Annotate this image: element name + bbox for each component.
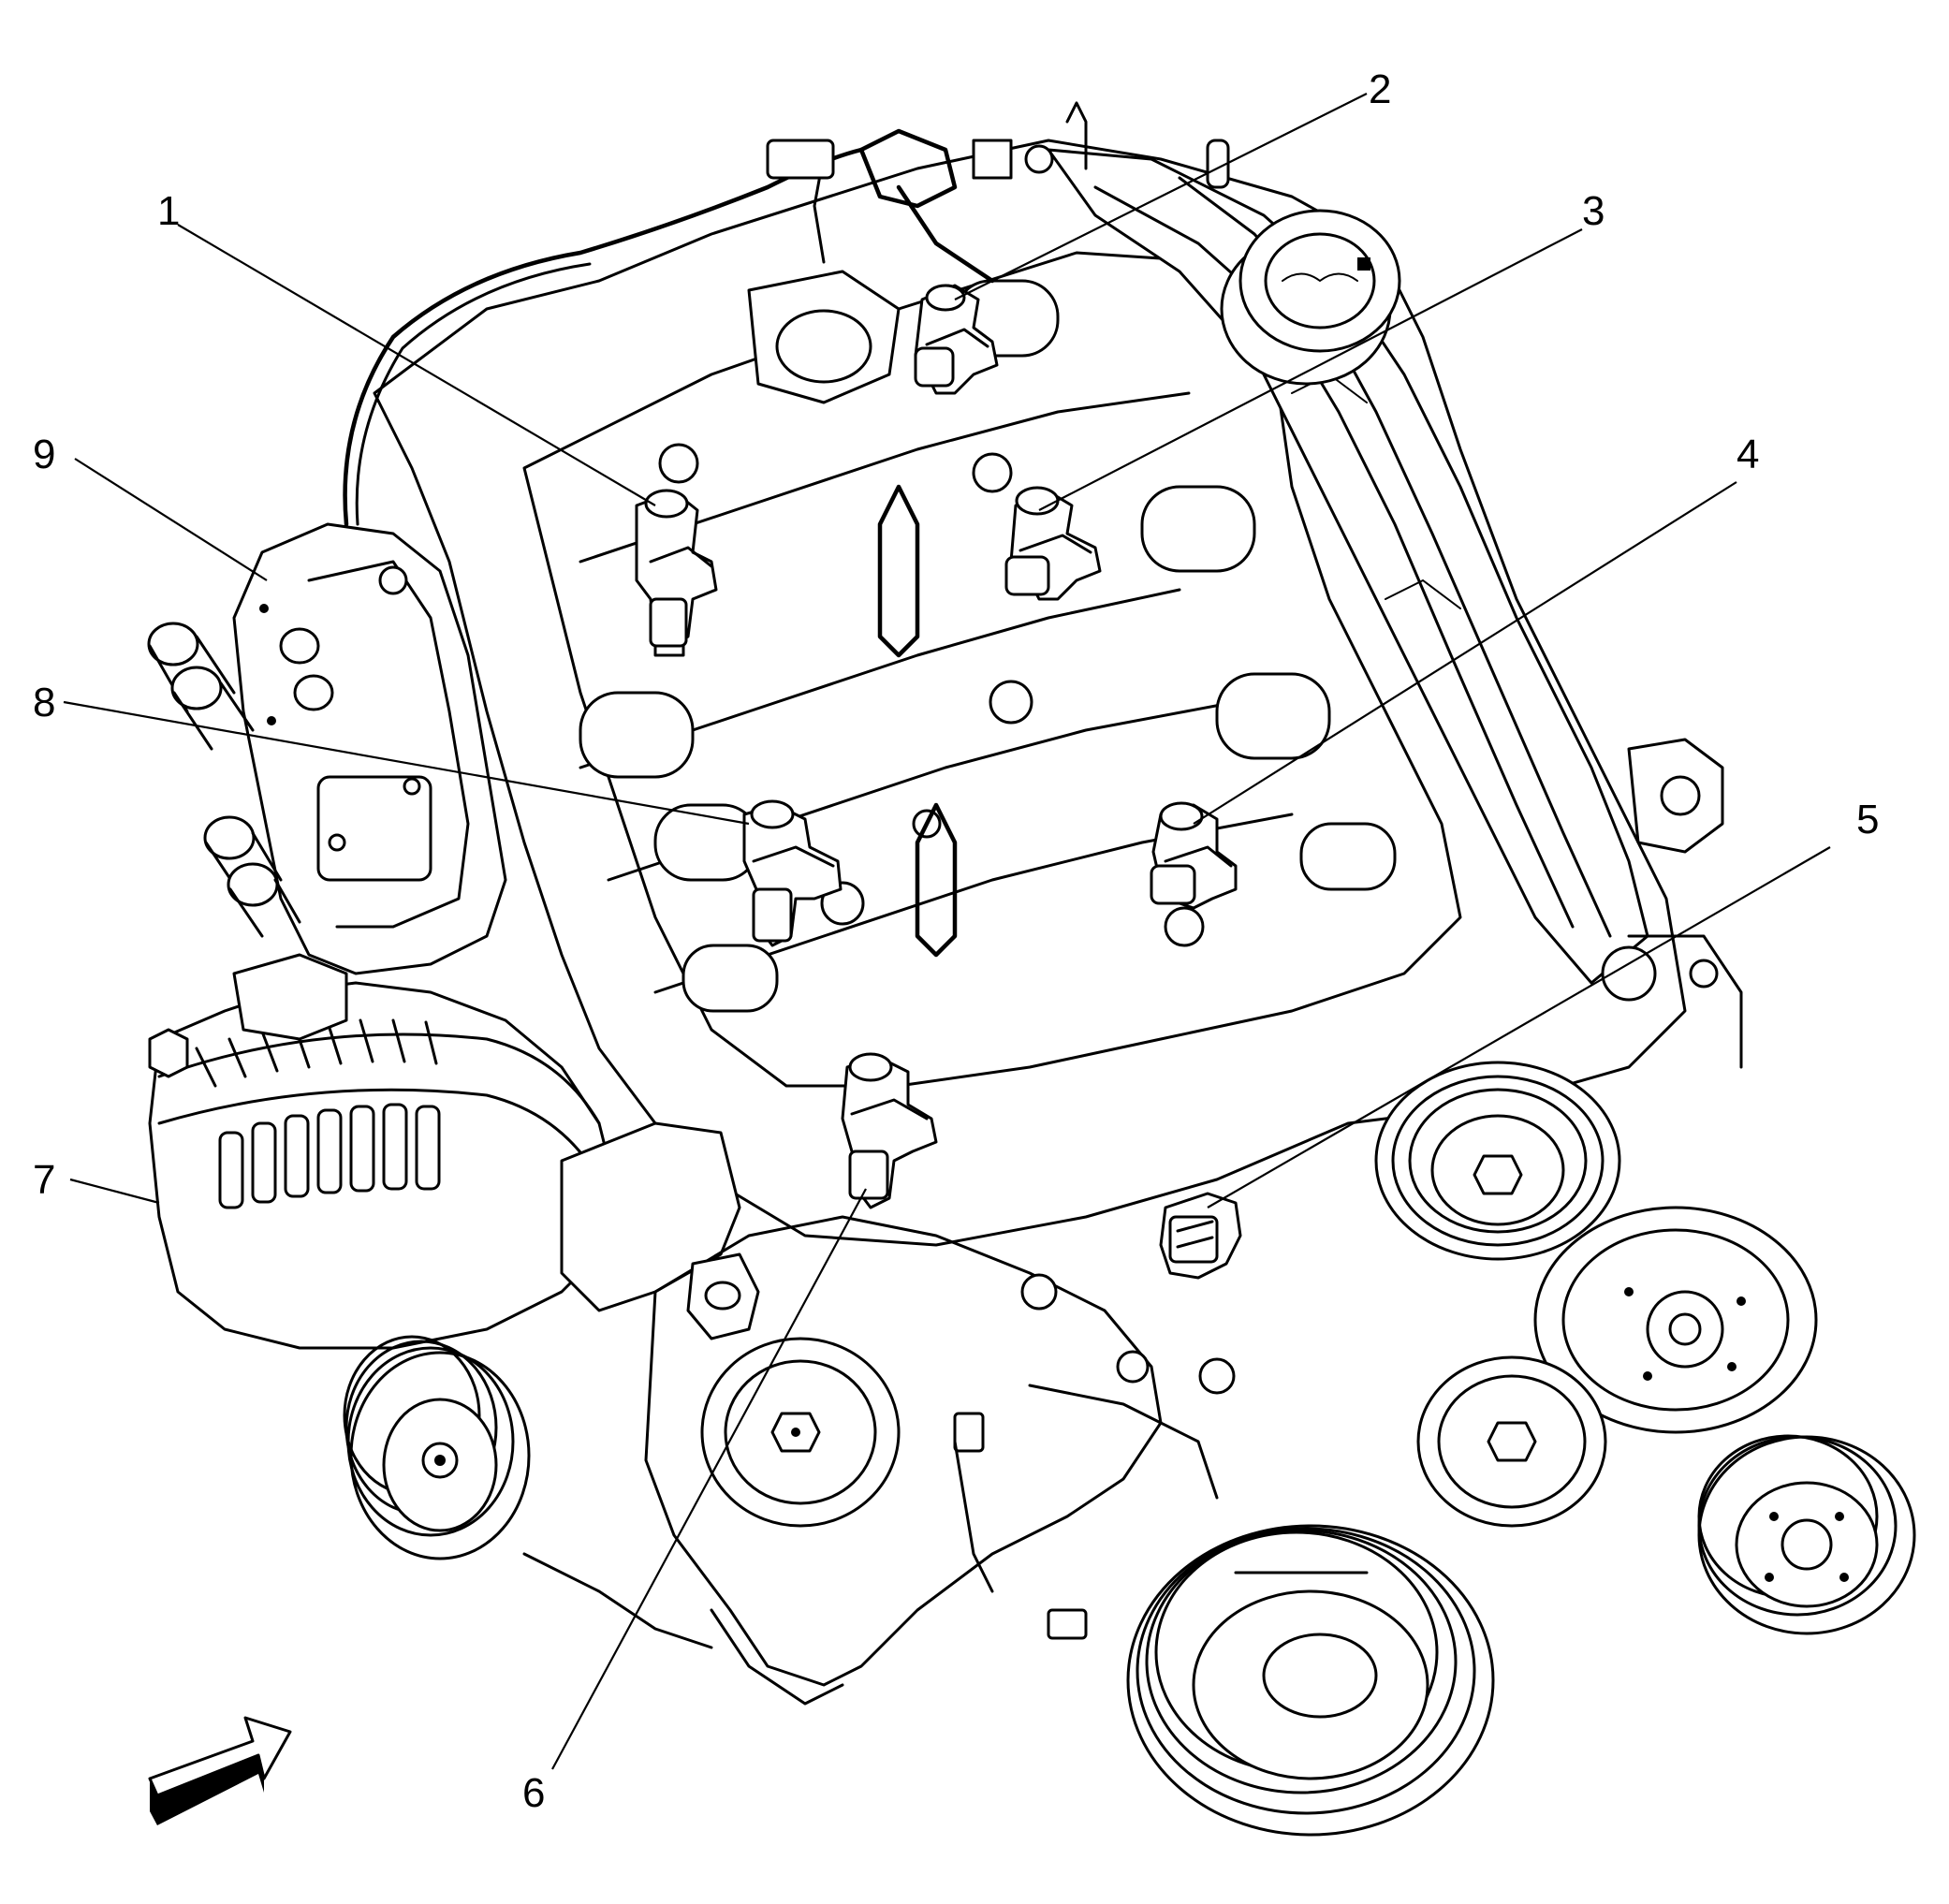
callout-4: 4 xyxy=(1737,432,1759,477)
leader-1 xyxy=(177,224,656,506)
belt-tensioner-pulley xyxy=(1374,1061,1621,1261)
callout-7: 7 xyxy=(33,1157,55,1203)
leader-9 xyxy=(74,458,268,581)
leader-5 xyxy=(1207,846,1831,1208)
leader-7 xyxy=(69,1178,160,1205)
callout-5: 5 xyxy=(1856,797,1879,842)
water-pump-pulley xyxy=(1533,1206,1818,1434)
front-of-vehicle-arrow xyxy=(148,1716,292,1825)
wiring-harness xyxy=(343,101,1230,527)
lower-idler-pulley xyxy=(1416,1355,1607,1528)
callout-2: 2 xyxy=(1369,66,1391,112)
fuel-injector-4 xyxy=(1150,801,1238,910)
leader-8 xyxy=(63,700,750,826)
fuel-injector-8 xyxy=(742,799,843,947)
ac-compressor-pulley xyxy=(1697,1434,1916,1635)
fuel-injector-6 xyxy=(841,1052,938,1209)
callout-9: 9 xyxy=(33,432,55,477)
spark-plug-boots xyxy=(147,622,334,938)
ignition-coil-pack xyxy=(147,522,507,975)
callout-labels: 1 2 3 4 5 6 7 8 9 xyxy=(33,66,1879,1816)
fuel-injector-1 xyxy=(635,489,718,657)
callout-8: 8 xyxy=(33,680,55,725)
leader-2 xyxy=(954,93,1368,300)
fuel-injector-5 xyxy=(1159,1192,1242,1280)
engine-mount-bracket xyxy=(1601,738,1743,1069)
callout-6: 6 xyxy=(522,1770,545,1816)
crankshaft-balancer xyxy=(1126,1524,1495,1837)
fuel-injector-3 xyxy=(1004,486,1102,601)
generator-pulley xyxy=(343,1335,531,1560)
callout-leaders xyxy=(63,93,1831,1770)
throttle-body xyxy=(747,270,901,404)
callout-3: 3 xyxy=(1582,188,1605,234)
sensor-left-lower xyxy=(686,1252,760,1340)
leader-6 xyxy=(551,1188,867,1770)
callout-1: 1 xyxy=(157,188,180,234)
leader-4 xyxy=(1193,481,1737,825)
idler-pulley xyxy=(700,1337,901,1528)
fuel-injector-2 xyxy=(914,284,999,395)
leader-3 xyxy=(1038,228,1583,511)
oil-fill-cap xyxy=(1220,209,1401,386)
generator-cooling-slots xyxy=(195,1018,441,1209)
front-cover xyxy=(522,1215,1236,1706)
